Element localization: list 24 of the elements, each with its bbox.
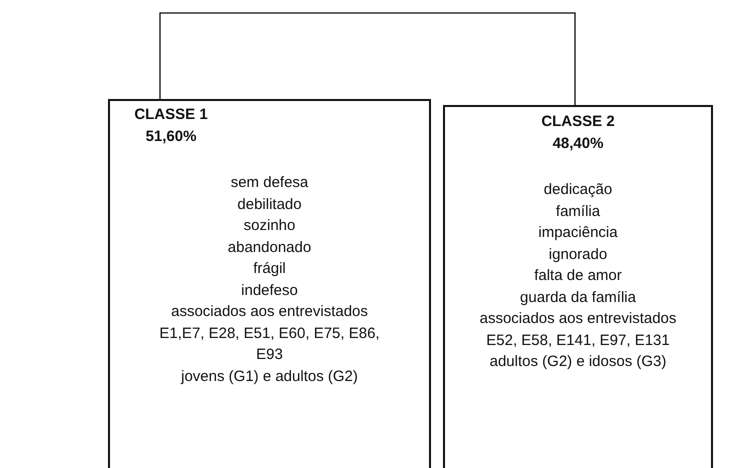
term-text: sozinho — [242, 216, 296, 236]
cluster-box — [443, 105, 713, 468]
term-text: sem defesa — [230, 173, 310, 193]
class-heading: CLASSE 2 — [541, 112, 615, 132]
term-text: falta de amor — [533, 266, 623, 286]
term-text: associados aos entrevistados — [478, 309, 678, 329]
class-heading: CLASSE 1 — [133, 105, 209, 125]
term-text: ignorado — [548, 244, 608, 264]
term-text: indefeso — [240, 280, 299, 300]
term-text: associados aos entrevistados — [170, 302, 369, 322]
term-text: debilitado — [236, 194, 303, 214]
term-text: abandonado — [226, 238, 312, 258]
percentage-text: 51,60% — [144, 126, 198, 146]
term-text: guarda da família — [519, 288, 637, 308]
connector-line — [159, 12, 576, 105]
percentage-text: 48,40% — [552, 134, 604, 154]
term-text: adultos (G2) e idosos (G3) — [488, 352, 668, 372]
term-text: dedicação — [542, 180, 614, 200]
term-text: família — [554, 202, 602, 222]
term-text: impaciência — [537, 223, 619, 243]
term-text: E52, E58, E141, E97, E131 — [485, 330, 671, 350]
term-text: jovens (G1) e adultos (G2) — [180, 366, 359, 386]
term-text: frágil — [252, 259, 287, 279]
cluster-box — [108, 99, 431, 468]
